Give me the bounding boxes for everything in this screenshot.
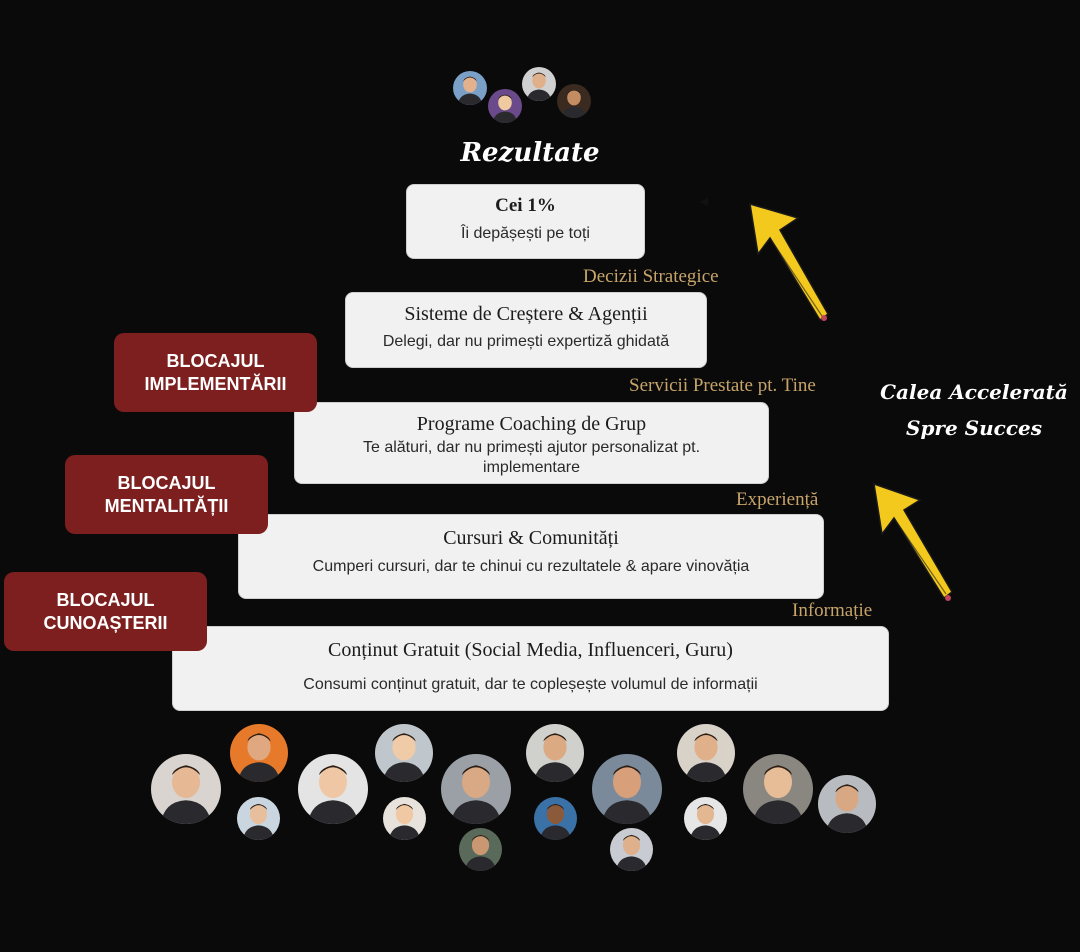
block-line: MENTALITĂȚII (104, 495, 229, 516)
person-avatar-icon (453, 71, 487, 105)
person-avatar-icon (592, 754, 662, 824)
avatar (453, 71, 487, 105)
person-avatar-icon (237, 797, 280, 840)
pyramid-level-top: Cei 1% Îi depășești pe toți (406, 184, 645, 259)
person-avatar-icon (383, 797, 426, 840)
avatar (610, 828, 653, 871)
stage-label-information: Informație (792, 600, 873, 621)
level-heading: Programe Coaching de Grup (416, 413, 647, 435)
avatar (522, 67, 556, 101)
avatar (592, 754, 662, 824)
block-line: BLOCAJUL (166, 350, 265, 371)
person-avatar-icon (298, 754, 368, 824)
avatar (441, 754, 511, 824)
avatar (488, 89, 522, 123)
avatar (818, 775, 876, 833)
avatar (557, 84, 591, 118)
avatar (230, 724, 288, 782)
person-avatar-icon (522, 67, 556, 101)
avatar (237, 797, 280, 840)
page-title: Rezultate (460, 138, 600, 168)
block-line: BLOCAJUL (117, 472, 216, 493)
calea-line: Spre Succes (906, 416, 1042, 440)
level-description: Cumperi cursuri, dar te chinui cu rezult… (312, 558, 750, 575)
small-arrowhead-icon (699, 198, 708, 206)
pyramid-level-courses: Cursuri & Comunități Cumperi cursuri, da… (238, 514, 824, 599)
person-avatar-icon (375, 724, 433, 782)
avatar (534, 797, 577, 840)
avatar (743, 754, 813, 824)
stage-label-strategic: Decizii Strategice (583, 266, 719, 287)
block-line: BLOCAJUL (56, 589, 155, 610)
avatar (526, 724, 584, 782)
person-avatar-icon (743, 754, 813, 824)
avatar (459, 828, 502, 871)
stage-label-experience: Experiență (736, 489, 819, 510)
level-heading: Cei 1% (495, 195, 556, 216)
person-avatar-icon (818, 775, 876, 833)
level-description: Te alături, dar nu primești ajutor perso… (362, 439, 701, 476)
calea-line: Calea Accelerată (880, 380, 1068, 404)
block-line: IMPLEMENTĂRII (144, 373, 287, 394)
pyramid-level-free-content: Conținut Gratuit (Social Media, Influenc… (172, 626, 889, 711)
avatar (677, 724, 735, 782)
stage-label-services: Servicii Prestate pt. Tine (629, 375, 816, 396)
level-description: Îi depășești pe toți (461, 225, 590, 242)
person-avatar-icon (230, 724, 288, 782)
person-avatar-icon (684, 797, 727, 840)
person-avatar-icon (488, 89, 522, 123)
person-avatar-icon (151, 754, 221, 824)
level-description: Delegi, dar nu primești expertiză ghidat… (382, 333, 670, 350)
avatar (375, 724, 433, 782)
level-description: Consumi conținut gratuit, dar te copleșe… (303, 676, 758, 693)
level-heading: Conținut Gratuit (Social Media, Influenc… (328, 639, 733, 661)
pyramid-level-systems: Sisteme de Creștere & Agenții Delegi, da… (345, 292, 707, 368)
person-avatar-icon (459, 828, 502, 871)
avatar (298, 754, 368, 824)
yellow-arrow-icon (749, 202, 829, 322)
person-avatar-icon (677, 724, 735, 782)
person-avatar-icon (534, 797, 577, 840)
person-avatar-icon (441, 754, 511, 824)
avatar (684, 797, 727, 840)
pyramid-level-coaching: Programe Coaching de Grup Te alături, da… (294, 402, 769, 484)
person-avatar-icon (526, 724, 584, 782)
level-heading: Cursuri & Comunități (443, 527, 619, 549)
accelerated-path-label: Calea Accelerată Spre Succes (876, 374, 1072, 446)
yellow-arrow-icon (873, 482, 953, 601)
block-line: CUNOAȘTERII (43, 612, 168, 633)
avatar (151, 754, 221, 824)
person-avatar-icon (557, 84, 591, 118)
avatar (383, 797, 426, 840)
person-avatar-icon (610, 828, 653, 871)
level-heading: Sisteme de Creștere & Agenții (404, 303, 648, 325)
